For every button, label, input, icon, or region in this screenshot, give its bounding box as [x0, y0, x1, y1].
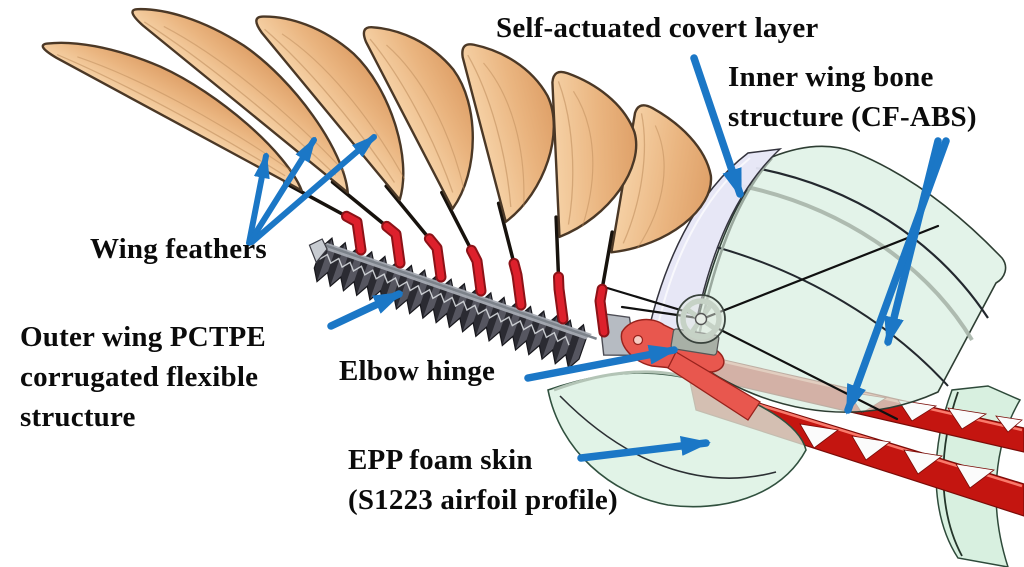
- feather-clip: [383, 222, 404, 267]
- label-elbow-hinge: Elbow hinge: [339, 355, 496, 387]
- arrow-wing-feathers-2: [247, 136, 317, 245]
- feather-clip: [555, 273, 567, 323]
- leading-edge-rod: [316, 241, 598, 340]
- label-wing-feathers: Wing feathers: [90, 233, 267, 265]
- arrow-wing-feathers-1: [246, 152, 270, 246]
- feather-clip: [596, 285, 608, 336]
- feather-clip: [425, 235, 445, 281]
- arrow-covert-layer: [690, 54, 744, 199]
- feather-clips: [341, 210, 610, 338]
- annotation-arrows: [246, 54, 950, 462]
- label-covert-layer: Self-actuated covert layer: [496, 12, 819, 44]
- control-cable: [700, 224, 940, 321]
- arrow-elbow-hinge: [524, 344, 679, 382]
- arrow-pctpe-structure: [327, 290, 404, 330]
- arrow-inner-bone-2: [844, 137, 950, 415]
- corrugated-structure: [308, 237, 637, 370]
- label-inner-bone: Inner wing bone structure (CF-ABS): [728, 61, 977, 133]
- feather-clip: [510, 259, 525, 309]
- feather-6: [550, 68, 641, 291]
- label-epp-foam: EPP foam skin (S1223 airfoil profile): [348, 444, 618, 516]
- beam-left-tip: [308, 238, 328, 264]
- feather-clip: [343, 212, 365, 254]
- arrow-wing-feathers-3: [249, 134, 378, 245]
- label-outer-pctpe: Outer wing PCTPE corrugated flexible str…: [20, 321, 266, 433]
- pulley-wheel: [676, 294, 726, 344]
- arrow-epp-foam: [577, 436, 711, 462]
- feather-clip: [468, 246, 485, 295]
